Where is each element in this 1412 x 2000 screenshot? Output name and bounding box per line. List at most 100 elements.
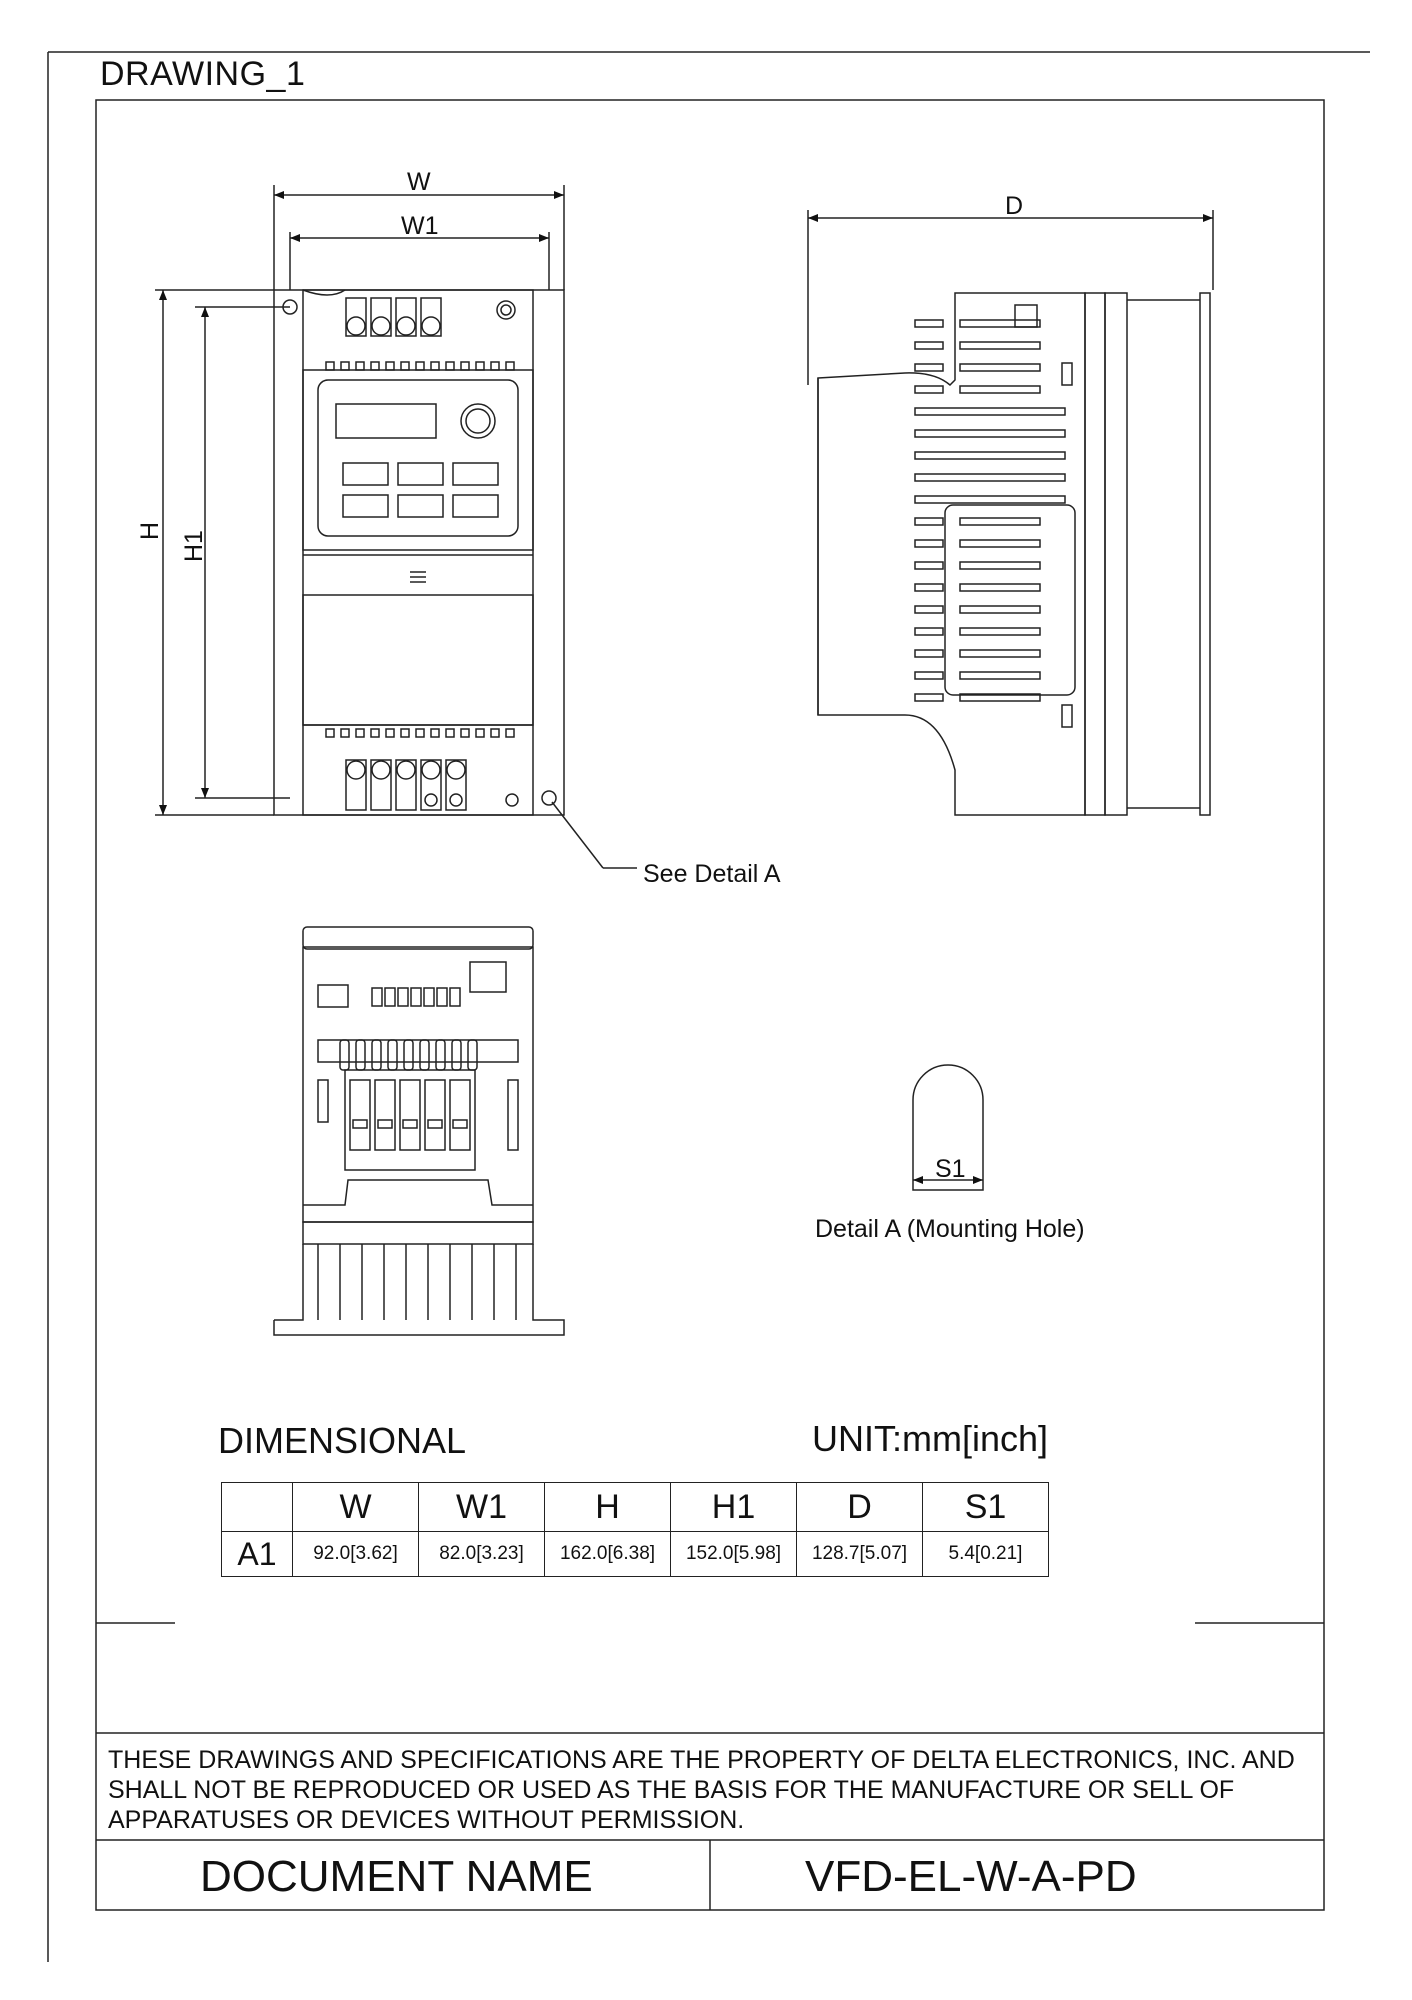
terminal-screw xyxy=(402,1119,418,1129)
bottom-view xyxy=(273,926,565,1336)
vent-slot xyxy=(914,451,1066,460)
vent-tooth xyxy=(460,361,470,371)
vent-finger xyxy=(435,1039,446,1071)
terminal-screw xyxy=(377,1119,393,1129)
vent-tooth xyxy=(400,361,410,371)
header-cell: W1 xyxy=(418,1482,545,1532)
vent-slot xyxy=(914,605,944,614)
keypad-panel xyxy=(317,379,519,537)
vent-tooth xyxy=(505,728,515,738)
vent-tooth xyxy=(475,361,485,371)
vent-tooth xyxy=(370,728,380,738)
vent-finger xyxy=(419,1039,430,1071)
terminal-screw xyxy=(349,1079,371,1151)
vent-tooth xyxy=(415,361,425,371)
table-cell: 92.0[3.62] xyxy=(292,1531,419,1577)
mounting-hole-slot xyxy=(912,1064,984,1191)
front-cover xyxy=(302,594,534,726)
vent-slot xyxy=(959,539,1041,548)
vent-slot xyxy=(914,627,944,636)
vent-finger xyxy=(467,1039,478,1071)
vent-slot xyxy=(914,341,944,350)
input-terminals xyxy=(345,297,516,337)
table-row: A1 92.0[3.62] 82.0[3.23] 162.0[6.38] 152… xyxy=(221,1531,1049,1577)
vent-slot xyxy=(959,693,1041,702)
vent-finger xyxy=(451,1039,462,1071)
mounting-hole-top xyxy=(282,299,298,315)
vent-slot xyxy=(959,627,1041,636)
row-label: A1 xyxy=(221,1531,293,1577)
side-body-outline xyxy=(817,292,1086,816)
vent-tooth xyxy=(340,728,350,738)
header-cell: W xyxy=(292,1482,419,1532)
label-w: W xyxy=(407,168,431,196)
vent-finger xyxy=(387,1039,398,1071)
vent-tooth xyxy=(460,728,470,738)
display-window xyxy=(335,403,437,439)
detail-caption: Detail A (Mounting Hole) xyxy=(815,1215,1085,1243)
label-w1: W1 xyxy=(401,212,439,240)
terminal-screw xyxy=(352,1119,368,1129)
label-h1: H1 xyxy=(180,530,208,562)
vent-slot xyxy=(959,649,1041,658)
mounting-hole-bottom xyxy=(541,790,557,806)
vent-finger xyxy=(371,1039,382,1071)
table-header-row: W W1 H H1 D S1 xyxy=(221,1482,1049,1532)
vent-finger xyxy=(355,1039,366,1071)
vent-slot xyxy=(914,319,944,328)
terminal-block xyxy=(344,1069,476,1171)
vent-tooth xyxy=(445,728,455,738)
dip-switch xyxy=(371,987,383,1007)
vent-slot xyxy=(914,407,1066,416)
table-unit: UNIT:mm[inch] xyxy=(812,1418,1049,1459)
output-terminals xyxy=(345,759,519,811)
vent-slot xyxy=(914,495,1066,504)
table-cell: 82.0[3.23] xyxy=(418,1531,545,1577)
dip-switch xyxy=(410,987,422,1007)
vent-tooth xyxy=(415,728,425,738)
vent-slot xyxy=(914,583,944,592)
vent-slot xyxy=(959,561,1041,570)
table-cell: 152.0[5.98] xyxy=(670,1531,797,1577)
dip-switch xyxy=(397,987,409,1007)
header-cell: H xyxy=(544,1482,671,1532)
rj45-port xyxy=(469,961,507,993)
vent-slot xyxy=(959,583,1041,592)
header-cell: H1 xyxy=(670,1482,797,1532)
see-detail-callout: See Detail A xyxy=(643,860,781,888)
terminal-screw xyxy=(399,1079,421,1151)
header-cell xyxy=(221,1482,293,1532)
vent-slot xyxy=(914,517,944,526)
terminal-screw xyxy=(374,1079,396,1151)
vent-slot xyxy=(914,561,944,570)
vent-tooth xyxy=(505,361,515,371)
callout-leader xyxy=(551,801,604,869)
table-cell: 5.4[0.21] xyxy=(922,1531,1049,1577)
vent-tooth xyxy=(325,361,335,371)
vent-tooth xyxy=(385,728,395,738)
vent-tooth xyxy=(475,728,485,738)
vent-slot xyxy=(914,671,944,680)
vent-tooth xyxy=(445,361,455,371)
table-cell: 128.7[5.07] xyxy=(796,1531,923,1577)
vent-finger xyxy=(339,1039,350,1071)
vent-slot xyxy=(959,385,1041,394)
vent-slot xyxy=(959,341,1041,350)
vent-slot xyxy=(914,363,944,372)
document-name-value: VFD-EL-W-A-PD xyxy=(805,1852,1137,1901)
header-cell: D xyxy=(796,1482,923,1532)
vent-slot xyxy=(914,473,1066,482)
vent-tooth xyxy=(490,728,500,738)
vent-tooth xyxy=(430,728,440,738)
vent-tooth xyxy=(370,361,380,371)
vent-slot xyxy=(914,385,944,394)
vent-slot xyxy=(914,539,944,548)
dip-switch xyxy=(436,987,448,1007)
property-notice: THESE DRAWINGS AND SPECIFICATIONS ARE TH… xyxy=(108,1746,1295,1834)
vent-slot xyxy=(959,319,1041,328)
vent-tooth xyxy=(490,361,500,371)
terminal-screw xyxy=(424,1079,446,1151)
vent-tooth xyxy=(430,361,440,371)
potentiometer-knob xyxy=(460,403,496,439)
